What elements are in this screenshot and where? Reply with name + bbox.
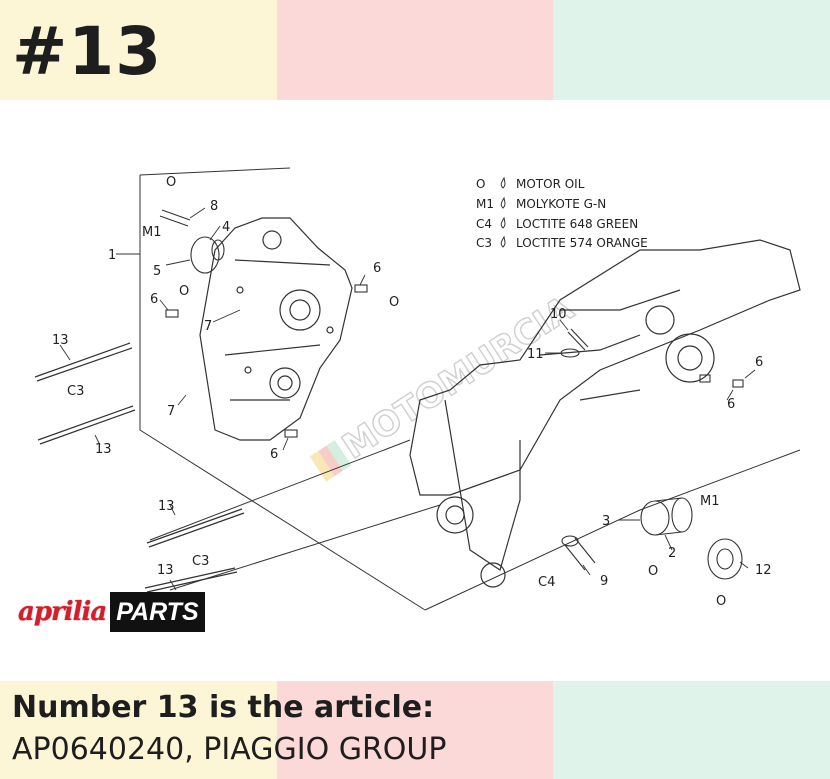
part-label-5: 5 (153, 264, 161, 279)
legend-code: C4 (476, 217, 492, 231)
part-label-11: 11 (527, 347, 544, 362)
part-label-6: 6 (270, 447, 278, 462)
brand-aprilia: aprilia (14, 592, 111, 632)
annotation-oil: O (716, 594, 726, 609)
part-label-13: 13 (52, 333, 69, 348)
footer-band-pink (276, 681, 554, 779)
legend-row: C3 LOCTITE 574 ORANGE (476, 235, 648, 250)
part-label-4: 4 (222, 220, 230, 235)
part-label-6: 6 (150, 292, 158, 307)
legend-row: C4 LOCTITE 648 GREEN (476, 216, 638, 231)
brand-parts: PARTS (110, 592, 205, 632)
aprilia-parts-logo: aprilia PARTS (14, 592, 205, 632)
part-label-7: 7 (167, 404, 175, 419)
part-label-7: 7 (204, 319, 212, 334)
article-caption: Number 13 is the article: (12, 690, 435, 725)
right-crankcase-half (409, 239, 801, 588)
footer-band (0, 681, 830, 779)
header-band-yellow (0, 0, 277, 100)
right-assembly-frame (149, 439, 801, 611)
legend-row: O MOTOR OIL (476, 176, 585, 191)
legend-text: LOCTITE 574 ORANGE (516, 236, 648, 250)
footer-band-yellow (0, 681, 277, 779)
lubricant-annotations: O M1 O O C3 C3 M1 O C4 O (67, 175, 726, 609)
article-number: AP0640240, PIAGGIO GROUP (12, 732, 447, 767)
watermark: MOTOMURCIA (309, 288, 582, 482)
footer-band-mint (553, 681, 830, 779)
annotation-loctite-574: C3 (67, 384, 84, 399)
exploded-parts-diagram: MOTOMURCIA (34, 167, 801, 611)
annotation-molykote: M1 (142, 225, 162, 240)
part-label-6: 6 (727, 397, 735, 412)
left-assembly-frame (139, 167, 426, 611)
part-label-6: 6 (373, 261, 381, 276)
drop-icon (500, 216, 506, 229)
part-number-labels: 1 2 3 4 5 6 6 6 6 6 7 7 8 9 10 11 12 13 … (52, 199, 772, 589)
leader-lines (59, 207, 756, 591)
header-band-pink (276, 0, 554, 100)
part-label-3: 3 (602, 514, 610, 529)
drop-icon (500, 196, 506, 209)
oil-drop-icon (500, 176, 506, 189)
annotation-loctite-648: C4 (538, 575, 555, 590)
header-band (0, 0, 830, 100)
legend-text: MOTOR OIL (516, 177, 585, 191)
part-label-2: 2 (668, 546, 676, 561)
left-crankcase-half (199, 217, 353, 441)
part-label-10: 10 (550, 307, 567, 322)
annotation-oil: O (648, 564, 658, 579)
legend-text: MOLYKOTE G-N (516, 197, 606, 211)
annotation-loctite-574: C3 (192, 554, 209, 569)
header-band-mint (553, 0, 830, 100)
annotation-oil: O (166, 175, 176, 190)
legend-code: O (476, 177, 485, 191)
part-label-9: 9 (600, 574, 608, 589)
part-label-13: 13 (158, 499, 175, 514)
annotation-molykote: M1 (700, 494, 720, 509)
drop-icon (500, 235, 506, 248)
part-label-6: 6 (755, 355, 763, 370)
legend: O MOTOR OIL M1 MOLYKOTE G-N C4 LOCTITE 6… (476, 176, 648, 250)
legend-code: M1 (476, 197, 494, 211)
legend-text: LOCTITE 648 GREEN (516, 217, 638, 231)
part-label-12: 12 (755, 563, 772, 578)
watermark-text: MOTOMURCIA (336, 288, 582, 467)
legend-row: M1 MOLYKOTE G-N (476, 196, 606, 211)
part-label-13: 13 (95, 442, 112, 457)
annotation-oil: O (179, 284, 189, 299)
small-parts (159, 209, 744, 580)
part-label-1: 1 (108, 248, 116, 263)
page-title: #13 (12, 13, 163, 90)
part-label-8: 8 (210, 199, 218, 214)
annotation-oil: O (389, 295, 399, 310)
part-label-13: 13 (157, 563, 174, 578)
stud-13-parts (34, 342, 245, 593)
legend-code: C3 (476, 236, 492, 250)
